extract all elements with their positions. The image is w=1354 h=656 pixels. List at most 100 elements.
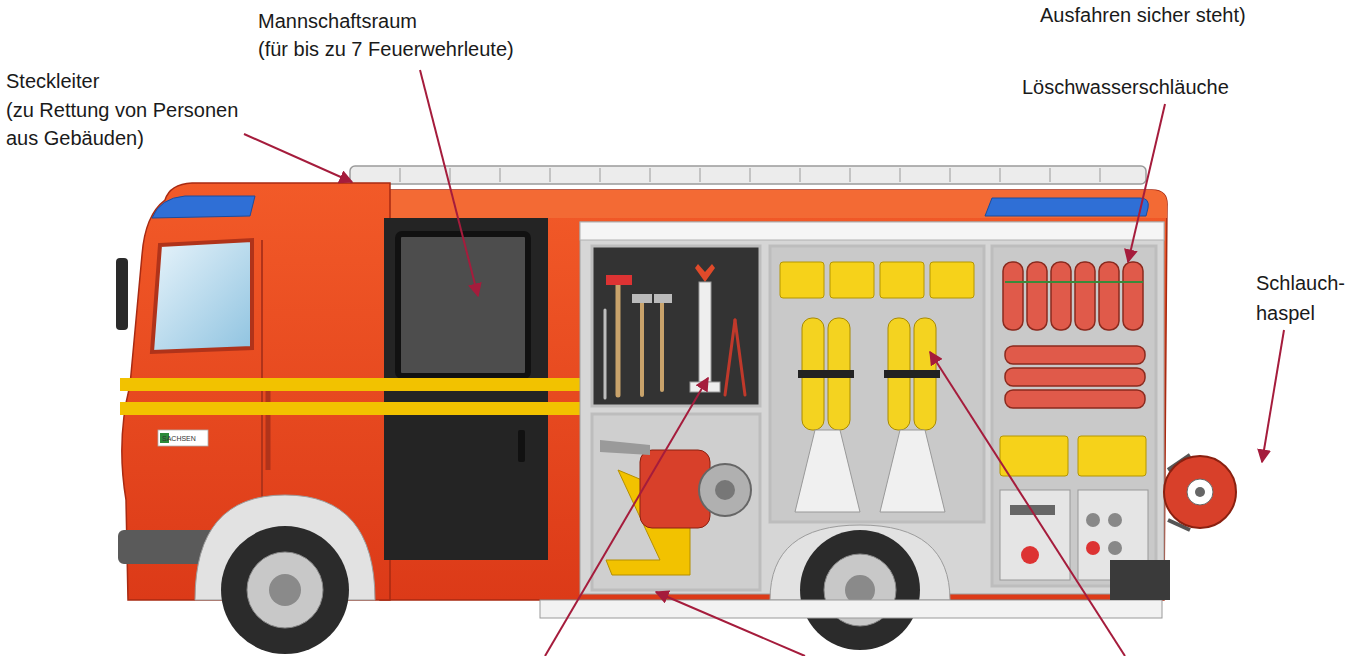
step-board-part <box>540 600 1162 618</box>
leader-lines-part <box>1262 330 1284 462</box>
equipment-compartments-part <box>992 246 1156 586</box>
equipment-compartments-part <box>830 262 874 298</box>
equipment-compartments-part <box>592 246 760 406</box>
equipment-compartments-part <box>580 222 1164 240</box>
part-label: Löschwasserschläuche <box>1022 74 1229 100</box>
step-board <box>540 560 1170 618</box>
wheels-part <box>269 574 301 606</box>
equipment-compartments-part-part <box>1123 262 1143 330</box>
part-note: Ausfahren sicher steht) <box>1040 2 1246 28</box>
equipment-compartments-part-part <box>1003 262 1023 330</box>
equipment-compartments-part <box>1108 541 1122 555</box>
equipment-compartments-part-part <box>1075 262 1095 330</box>
cab <box>116 183 590 600</box>
truck-body-part <box>985 198 1148 216</box>
ladder-part-part <box>799 168 800 182</box>
equipment-compartments-part <box>930 262 974 298</box>
equipment-compartments-part-part <box>606 275 632 285</box>
part-label: Steckleiter <box>6 68 99 94</box>
leader-lines-part <box>930 352 1125 656</box>
equipment-compartments-part-part <box>604 310 607 398</box>
part-note: (für bis zu 7 Feuerwehrleute) <box>258 36 514 62</box>
equipment-compartments-part <box>770 246 984 522</box>
ladder-part-part <box>949 168 950 182</box>
equipment-compartments-part-part <box>660 300 664 390</box>
equipment-compartments-part-part <box>735 320 745 395</box>
ladder-part-part <box>549 168 550 182</box>
cab-part <box>152 240 252 352</box>
ladder-part-part <box>1049 168 1050 182</box>
equipment-compartments-part <box>795 430 860 512</box>
equipment-compartments-part-part <box>1099 262 1119 330</box>
ladder-part-part <box>1099 168 1100 182</box>
ladder-part-part <box>849 168 850 182</box>
equipment-compartments-part <box>699 282 711 382</box>
equipment-compartments-part <box>780 262 824 298</box>
equipment-compartments-part <box>592 414 760 590</box>
leader-lines-part <box>1128 104 1165 262</box>
cab-part <box>152 196 255 218</box>
ladder-part-part <box>999 168 1000 182</box>
crew-door-part <box>384 402 548 415</box>
cab-part <box>120 402 590 415</box>
ladder-part-part <box>649 168 650 182</box>
equipment-compartments-part <box>1005 281 1143 283</box>
equipment-compartments-part <box>1078 436 1146 476</box>
equipment-compartments-part <box>1086 541 1100 555</box>
crew-door-part <box>518 430 525 462</box>
equipment-compartments-part-part <box>725 320 735 395</box>
equipment-compartments-part-part <box>1005 390 1145 408</box>
equipment-compartments-part-part <box>1005 346 1145 364</box>
equipment-compartments-part <box>880 430 945 512</box>
leader-lines-part <box>545 378 708 656</box>
hose-reel-part <box>1195 487 1205 497</box>
hose-reel-part <box>1187 479 1213 505</box>
equipment-compartments-part-part <box>640 300 644 395</box>
equipment-compartments-part <box>880 262 924 298</box>
equipment-compartments-part <box>715 480 735 500</box>
cab-part <box>158 430 208 446</box>
wheels-part <box>800 530 920 650</box>
equipment-compartments-part <box>695 264 715 282</box>
part-note: (zu Rettung von Personen aus Gebäuden) <box>6 96 256 152</box>
cab-part <box>116 258 128 330</box>
crew-door <box>384 218 548 560</box>
part-label: Schlauch- haspel <box>1256 268 1345 328</box>
part-label: Mannschaftsraum <box>258 8 417 34</box>
ladder-part-part <box>499 168 500 182</box>
hose-reel-part <box>1164 456 1236 528</box>
equipment-compartments-part <box>1000 436 1068 476</box>
equipment-compartments-part <box>600 440 650 455</box>
crew-door-part <box>384 218 548 560</box>
ladder-part-part <box>749 168 750 182</box>
ladder-part <box>350 166 1146 184</box>
ladder <box>350 166 1146 184</box>
equipment-compartments-part <box>1000 490 1070 580</box>
ladder-part-part <box>399 168 400 182</box>
ladder-part <box>400 168 1100 182</box>
equipment-compartments-part-part <box>1027 262 1047 330</box>
equipment-compartments-part <box>1021 546 1039 564</box>
equipment-compartments-part <box>605 275 745 398</box>
wheels <box>195 495 950 654</box>
crew-door-part <box>398 234 528 376</box>
equipment-compartments-part <box>1086 513 1100 527</box>
equipment-compartments-part-part <box>1051 262 1071 330</box>
equipment-compartments-part-part <box>1005 368 1145 386</box>
leader-lines-part <box>244 134 352 182</box>
equipment-compartments-part-part <box>632 294 652 303</box>
equipment-compartments-part <box>699 464 751 516</box>
equipment-compartments-part-part <box>616 282 621 395</box>
hose-reel <box>1164 455 1236 530</box>
cab-part <box>120 378 590 391</box>
ladder-part-part <box>449 168 450 182</box>
equipment-compartments-part <box>798 370 854 378</box>
equipment-compartments-part <box>1003 262 1145 408</box>
leader-lines <box>244 70 1284 656</box>
ladder-part-part <box>699 168 700 182</box>
equipment-compartments-part-part <box>654 294 672 303</box>
step-board-part <box>1110 560 1170 600</box>
